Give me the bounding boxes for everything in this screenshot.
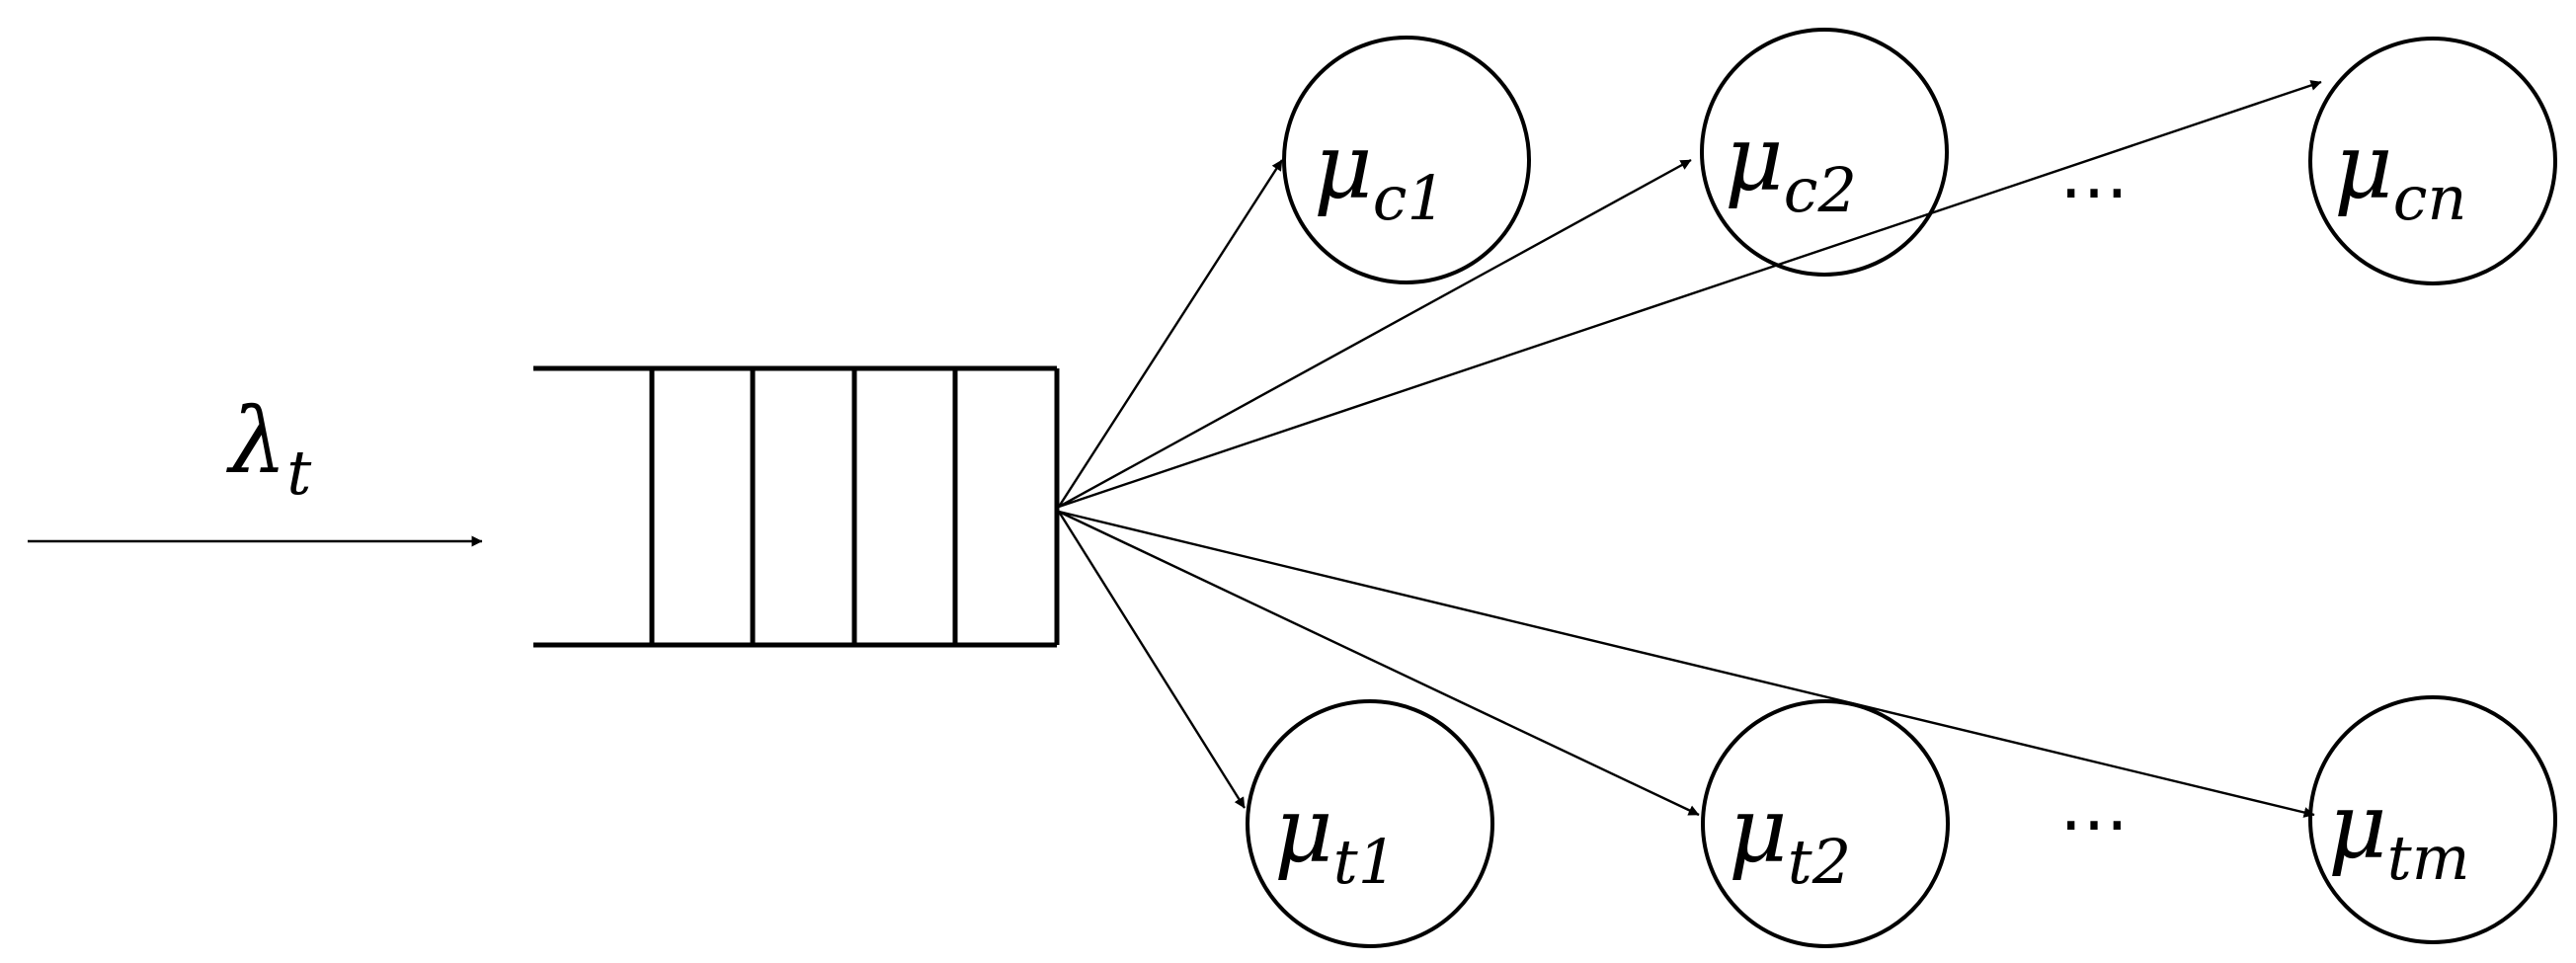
server-symbol: μ (1314, 114, 1373, 219)
server-label: μtm (2328, 773, 2470, 894)
server-subscript: c2 (1784, 154, 1857, 226)
server-tm: μtm (2308, 695, 2557, 944)
server-node (1701, 699, 1950, 948)
arrival-rate-subscript: t (286, 437, 311, 509)
server-subscript: t1 (1333, 826, 1397, 898)
server-t1: μt1 (1246, 699, 1494, 948)
server-node (1700, 28, 1949, 277)
server-label: μc1 (1314, 114, 1446, 234)
server-subscript: tm (2387, 822, 2470, 894)
ellipsis-bottom: … (2059, 765, 2129, 846)
dispatch-arrow-tm (1058, 510, 2315, 818)
dispatch-arrow-t2 (1058, 510, 1700, 817)
server-node (1246, 699, 1494, 948)
dispatch-arrow-t1 (1057, 511, 1247, 809)
arrival-rate-label: λt (225, 388, 311, 509)
dispatch-arrow-c1 (1057, 159, 1284, 508)
server-symbol: μ (1729, 777, 1788, 883)
queue-buffer (533, 365, 1060, 648)
server-node (2308, 695, 2557, 944)
server-node (1282, 36, 1531, 284)
dispatch-arrow-cn (1058, 80, 2322, 509)
server-symbol: μ (2328, 773, 2387, 879)
server-label: μc2 (1725, 106, 1857, 226)
server-cn: μcn (2308, 37, 2557, 285)
server-symbol: μ (1725, 106, 1784, 211)
server-c1: μc1 (1282, 36, 1531, 284)
server-node (2308, 37, 2557, 285)
server-label: μt1 (1274, 777, 1397, 898)
ellipsis-top: … (2059, 133, 2129, 214)
server-symbol: μ (1274, 777, 1333, 883)
server-c2: μc2 (1700, 28, 1949, 277)
server-symbol: μ (2334, 114, 2393, 219)
arrival-rate-symbol: λ (225, 388, 286, 494)
dispatch-arrows (1057, 80, 2322, 818)
server-label: μcn (2334, 114, 2466, 234)
server-subscript: t2 (1788, 826, 1851, 898)
dispatch-arrow-c2 (1058, 158, 1692, 509)
server-subscript: c1 (1373, 162, 1446, 234)
server-label: μt2 (1729, 777, 1851, 898)
server-t2: μt2 (1701, 699, 1950, 948)
server-subscript: cn (2393, 162, 2467, 234)
